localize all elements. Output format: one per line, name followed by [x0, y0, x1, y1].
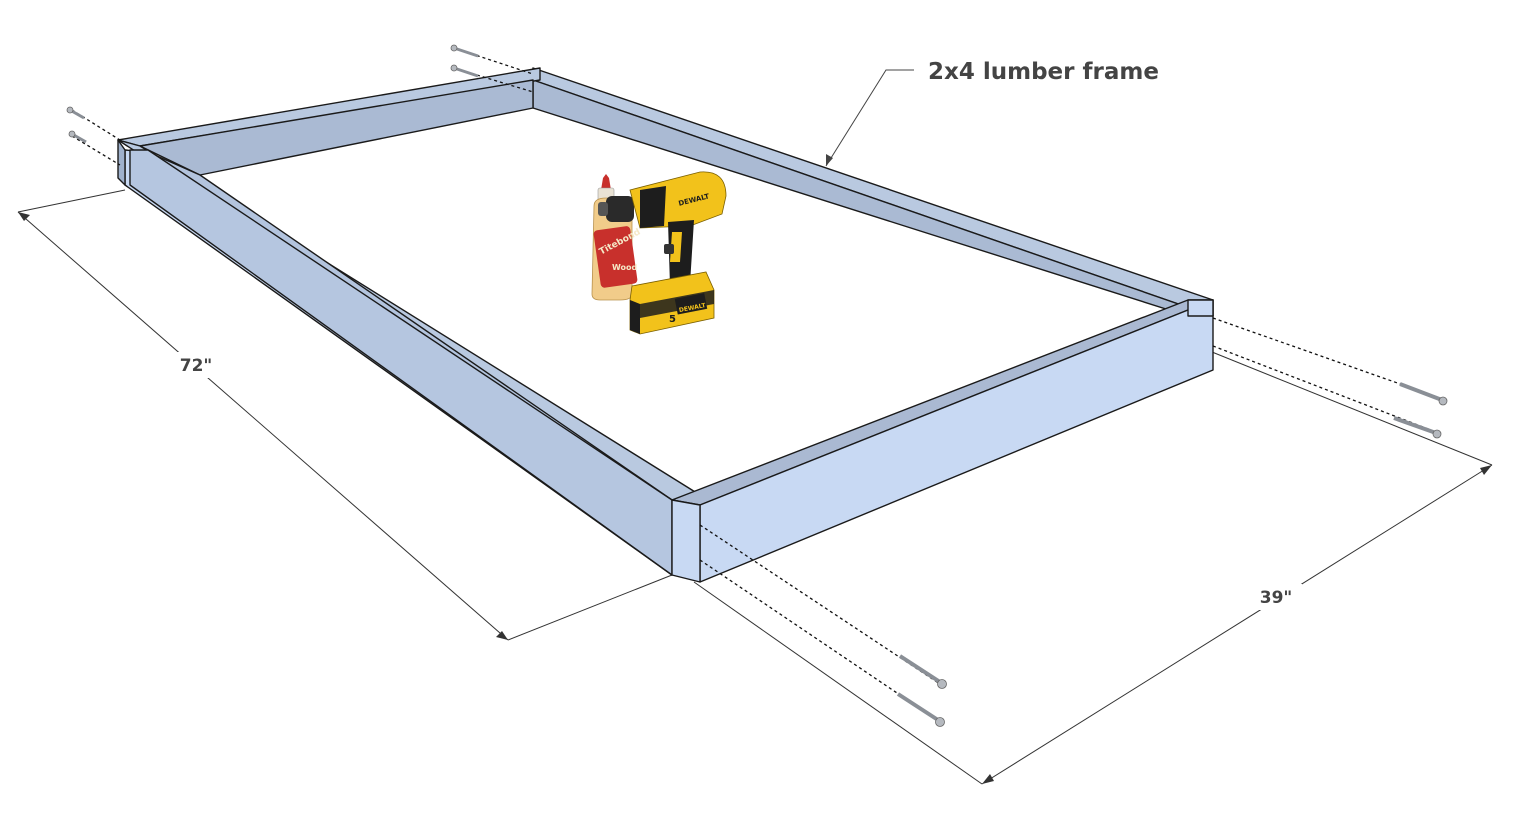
screw-icon — [898, 654, 947, 689]
lumber-frame — [117, 67, 1214, 583]
glue-sublabel-text: Wood — [612, 263, 638, 272]
arrow-head — [1480, 465, 1492, 475]
right-end-board-face — [699, 299, 1214, 583]
screw-icon — [1393, 416, 1442, 439]
left-end-board-inner — [139, 79, 534, 176]
callout: 2x4 lumber frame — [825, 59, 1159, 167]
callout-label: 2x4 lumber frame — [928, 59, 1159, 85]
glue-label-panel — [593, 226, 638, 288]
front-board-face — [129, 149, 673, 576]
back-board-end — [1187, 299, 1214, 317]
right-end-board-end — [671, 499, 701, 583]
screws — [66, 44, 1448, 727]
extension-line-right-bottom — [693, 581, 983, 785]
arrow-head — [496, 631, 508, 640]
drill-icon: DEWALT — [598, 171, 727, 286]
screw-icon — [450, 44, 479, 58]
front-board-end — [117, 139, 126, 186]
screw-icon — [68, 130, 87, 144]
screw-icon — [450, 64, 479, 78]
glue-bottle-icon: Titebond Wood — [591, 174, 642, 301]
arrow-head — [982, 774, 994, 784]
arrow-head — [18, 212, 30, 221]
dimension-length-label: 72" — [180, 356, 213, 376]
screw-icon — [896, 692, 945, 727]
extension-line-left-bottom — [507, 574, 673, 641]
screw-icon — [66, 106, 85, 120]
extension-line-left-top — [17, 189, 126, 213]
dimension-width-label: 39" — [1260, 588, 1293, 608]
dimension-line-length — [17, 211, 509, 641]
dimension-width: 39" — [693, 351, 1493, 785]
callout-leader-line — [825, 69, 914, 167]
dimension-length: 72" — [17, 189, 673, 641]
extension-line-right-top — [1211, 351, 1493, 466]
callout-arrow — [826, 154, 833, 166]
dimension-line-width — [981, 464, 1493, 785]
battery-size-text: 5 — [669, 314, 676, 325]
battery-icon: DEWALT 5 — [629, 271, 715, 335]
screw-icon — [1399, 382, 1448, 406]
screw-guide-line — [71, 135, 121, 166]
